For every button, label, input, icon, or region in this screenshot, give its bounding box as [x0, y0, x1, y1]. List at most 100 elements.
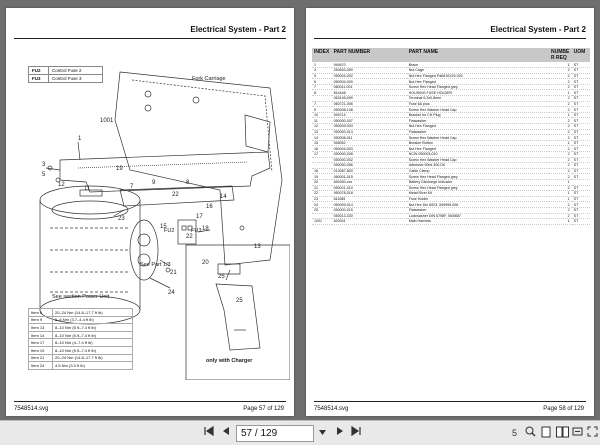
page-header-title: Electrical System - Part 2 — [490, 25, 586, 34]
parts-index: 15 — [312, 140, 332, 147]
parts-index: 3 — [312, 67, 332, 74]
parts-index: 11 — [312, 117, 332, 124]
svg-text:22: 22 — [186, 234, 193, 240]
parts-qty: 1 — [548, 190, 572, 197]
zoom-level[interactable]: 5 — [512, 428, 518, 438]
footer-rule — [14, 401, 286, 402]
parts-qty: 2 — [548, 117, 572, 124]
parts-index: 24 — [312, 201, 332, 208]
parts-part-name: Screw Hex Head Flanged grey — [406, 185, 549, 192]
torque-item: Item 5 — [28, 308, 53, 317]
parts-uom: ST — [571, 73, 590, 80]
parts-qty: 2 — [548, 207, 572, 214]
parts-index: 7 — [312, 101, 332, 108]
parts-qty: 2 — [548, 101, 572, 108]
parts-part-name: Nut Hex Din 6923, 069999-006 — [406, 201, 549, 208]
parts-part-number: 013087-800 — [331, 168, 407, 175]
parts-table-header: INDEX PART NUMBER PART NAME NUMBE R REQ … — [312, 48, 590, 62]
parts-part-name: Flatwasher — [406, 117, 549, 124]
parts-uom: ST — [571, 117, 590, 124]
torque-spec: 20–24 Nm (14.8–17.7 ft lb) — [52, 308, 133, 317]
parts-index: 21 — [312, 185, 332, 192]
parts-qty: 2 — [548, 145, 572, 152]
parts-part-name: Flatwasher — [406, 207, 549, 214]
parts-part-number: 050013-330 — [331, 213, 407, 220]
parts-part-number: 050000-007 — [331, 117, 407, 124]
svg-text:3: 3 — [42, 162, 46, 168]
page-header-title: Electrical System - Part 2 — [190, 25, 286, 34]
parts-part-name: Nut Hex Flanged — [406, 145, 549, 152]
parts-qty: 2 — [548, 95, 572, 102]
parts-part-number: 820041 — [331, 218, 407, 225]
svg-text:7: 7 — [130, 184, 134, 190]
previous-page-icon[interactable] — [220, 426, 232, 441]
svg-text:8: 8 — [186, 180, 190, 186]
fu2-label: FU2 — [164, 228, 175, 234]
parts-index: 19 — [312, 173, 332, 180]
next-page-icon[interactable] — [334, 426, 346, 441]
parts-index: 13 — [312, 129, 332, 136]
parts-qty: 2 — [548, 185, 572, 192]
fuse-desc: Control Fuse 3 — [48, 74, 103, 83]
parts-part-number: 050004-003 — [331, 145, 407, 152]
parts-index: 10 — [312, 112, 332, 119]
svg-text:15: 15 — [160, 224, 167, 230]
parts-index: 5 — [312, 73, 332, 80]
zoom-in-icon[interactable] — [524, 426, 536, 441]
parts-part-number: 948052 — [331, 140, 407, 147]
parts-part-name: NCW 050003-010 — [406, 151, 549, 158]
torque-spec: 8–10 Nm (4–7.4 ft lb) — [52, 338, 133, 347]
svg-text:18: 18 — [202, 226, 209, 232]
parts-qty: 2 — [548, 157, 572, 164]
first-page-icon[interactable] — [203, 425, 215, 441]
svg-text:1001: 1001 — [100, 118, 114, 124]
parts-part-number: 060001-015 — [331, 173, 407, 180]
parts-part-number: 050000-013 — [331, 129, 407, 136]
torque-spec: 8–10 Nm (5.9–7.4 ft lb) — [52, 330, 133, 340]
fu3-label: FU3 — [191, 228, 202, 234]
svg-text:17: 17 — [196, 214, 203, 220]
parts-part-name: Breaker Button — [406, 140, 549, 147]
parts-qty: 2 — [548, 173, 572, 180]
parts-part-name: Bracket for CH Plug — [406, 112, 549, 119]
two-page-icon[interactable] — [555, 426, 569, 441]
parts-qty: 1 — [548, 112, 572, 119]
svg-text:25: 25 — [236, 298, 243, 304]
pdf-page-57: Electrical System - Part 2 FU2 Control F… — [6, 8, 294, 416]
parts-uom: ST — [571, 62, 590, 69]
parts-index: 1001 — [312, 218, 332, 225]
parts-index: 8 — [312, 89, 332, 97]
parts-qty: 2 — [548, 151, 572, 158]
parts-part-name: Screw Hex Washer Head Cap — [406, 106, 549, 113]
fit-width-icon[interactable] — [571, 426, 583, 441]
header-rule — [314, 38, 586, 39]
parts-part-number: 050008-108 — [331, 106, 407, 113]
last-page-icon[interactable] — [350, 425, 362, 441]
fuse-row: FU3 Control Fuse 3 — [28, 74, 103, 83]
svg-text:22: 22 — [172, 192, 179, 198]
fullscreen-icon[interactable] — [586, 426, 598, 441]
parts-part-number: 050004-002 — [331, 73, 407, 80]
parts-part-name: Nut Hex Flanged — [406, 123, 549, 130]
parts-part-name: Fuse Holder — [406, 196, 549, 203]
col-uom: UOM — [571, 48, 590, 62]
single-page-icon[interactable] — [540, 426, 552, 441]
svg-text:23: 23 — [118, 216, 125, 222]
parts-part-number: 060721-006 — [331, 101, 407, 108]
page-number-field[interactable]: 57 / 129 — [236, 425, 314, 442]
svg-text:9: 9 — [152, 180, 156, 186]
footer-page-number: Page 58 of 129 — [543, 406, 584, 412]
parts-uom: ST — [571, 123, 590, 130]
parts-part-number: 050021-010 — [331, 185, 407, 192]
page-dropdown-icon[interactable] — [318, 426, 326, 441]
